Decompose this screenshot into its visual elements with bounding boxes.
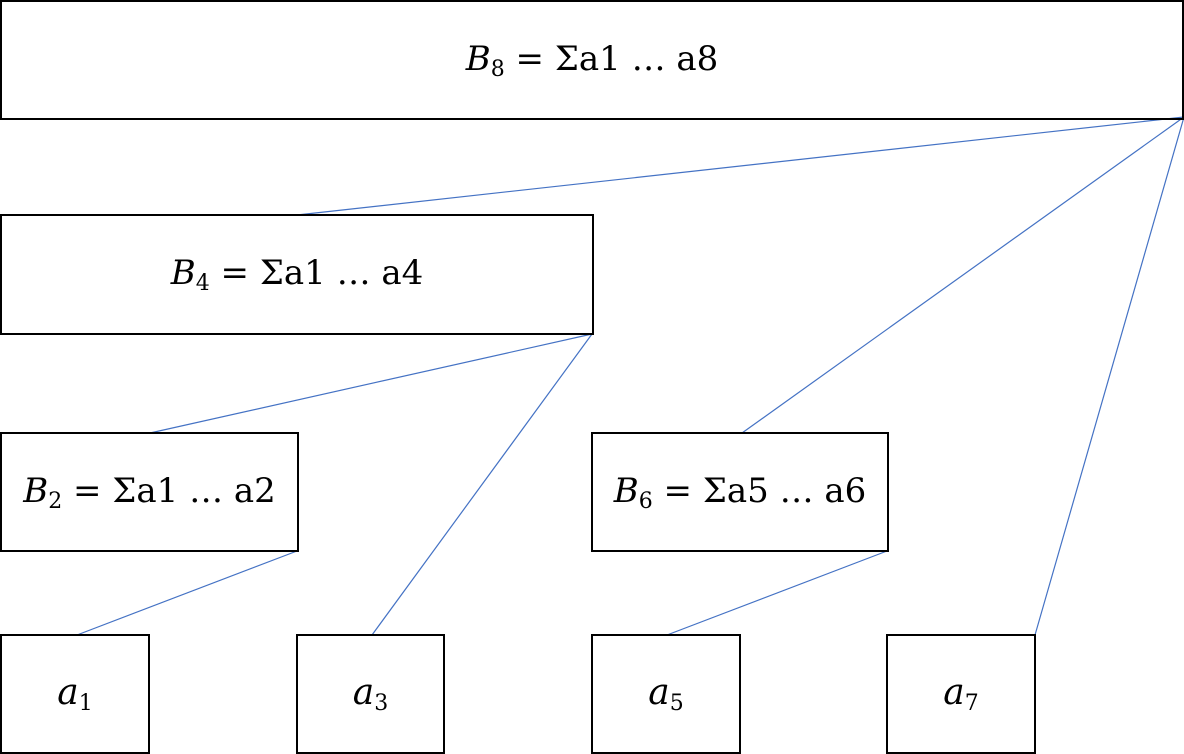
node-a3: a3 — [296, 634, 445, 754]
node-a5-label: a5 — [648, 672, 684, 716]
node-a3-label: a3 — [352, 672, 389, 716]
node-a1: a1 — [0, 634, 150, 754]
edge-b4-a3 — [371, 333, 593, 636]
edge-b8-b4 — [296, 116, 1184, 216]
node-b6: B6 = Σa5 … a6 — [591, 432, 889, 552]
node-b4: B4 = Σa1 … a4 — [0, 214, 594, 335]
node-b8: B8 = Σa1 … a8 — [0, 0, 1184, 120]
node-a5: a5 — [591, 634, 741, 754]
edge-b4-b2 — [149, 333, 593, 434]
node-a7: a7 — [886, 634, 1036, 754]
edge-b6-a5 — [666, 550, 888, 636]
node-b6-label: B6 = Σa5 … a6 — [613, 470, 867, 514]
node-b4-label: B4 = Σa1 … a4 — [170, 253, 424, 296]
node-b8-label: B8 = Σa1 … a8 — [465, 38, 719, 82]
edge-b8-a7 — [1034, 116, 1184, 636]
node-a7-label: a7 — [943, 672, 979, 716]
node-b2-label: B2 = Σa1 … a2 — [23, 470, 276, 514]
edge-b8-b6 — [741, 116, 1184, 434]
edge-b2-a1 — [76, 550, 298, 636]
node-b2: B2 = Σa1 … a2 — [0, 432, 299, 552]
node-a1-label: a1 — [57, 672, 93, 716]
